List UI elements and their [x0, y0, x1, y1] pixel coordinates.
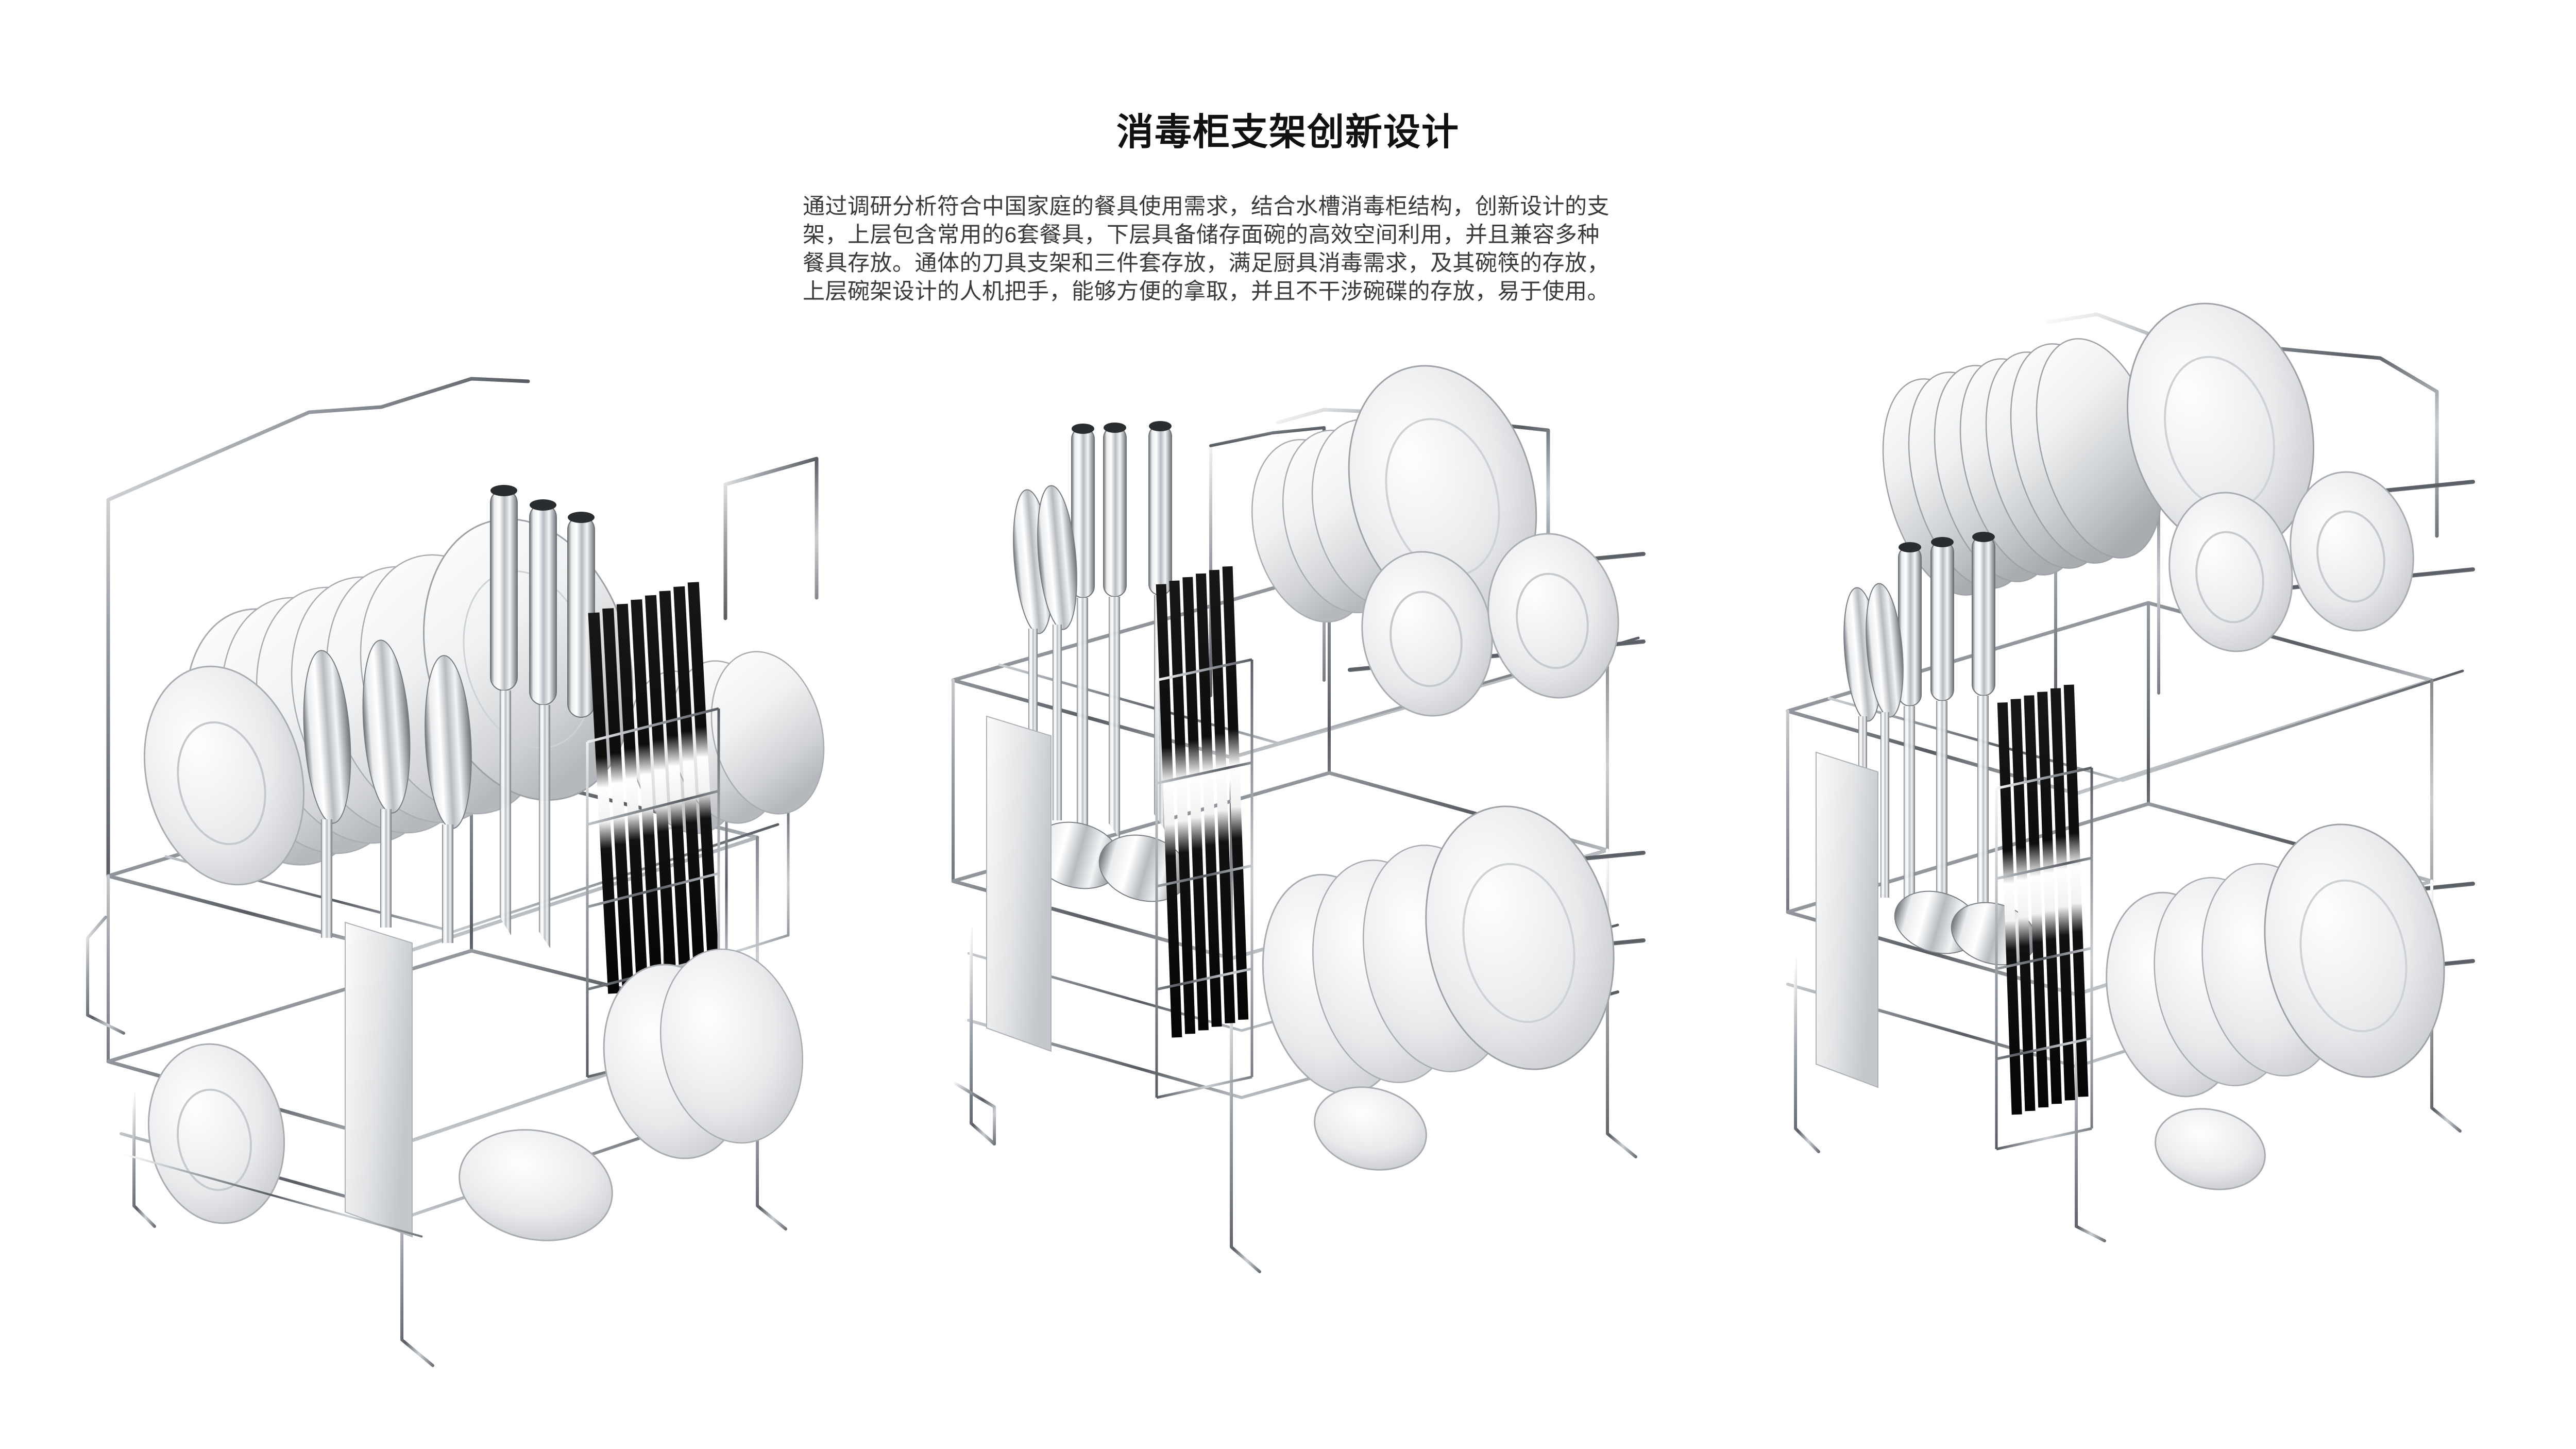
product-render-right [1767, 302, 2499, 1242]
chopsticks-right [1995, 684, 2093, 1151]
knife-handles-right [1898, 532, 1995, 928]
upper-bowls-right [2168, 471, 2414, 652]
chopsticks-center [1155, 566, 1253, 1099]
page-title: 消毒柜支架创新设计 [1116, 112, 1460, 153]
divider-panel-center [986, 715, 1052, 1052]
knife-handles-center [1071, 421, 1172, 840]
cutlery-set-left [303, 639, 472, 943]
lower-bowls-right [2106, 823, 2445, 1190]
lower-wire-grid-left [123, 1153, 423, 1287]
divider-panel-left [345, 921, 413, 1238]
description-line-4: 上层碗架设计的人机把手，能够方便的拿取，并且不干涉碗碟的存放，易于使用。 [803, 279, 1609, 304]
product-render-center [922, 361, 1654, 1288]
description-line-2: 架，上层包含常用的6套餐具，下层具备储存面碗的高效空间利用，并且兼容多种 [803, 223, 1600, 247]
product-render-left [86, 330, 840, 1367]
chopsticks-left [586, 582, 720, 1079]
divider-panel-right [1816, 751, 1878, 1088]
description-line-1: 通过调研分析符合中国家庭的餐具使用需求，结合水槽消毒柜结构，创新设计的支 [803, 194, 1609, 219]
lower-bowls-left [147, 948, 804, 1241]
description-line-3: 餐具存放。通体的刀具支架和三件套存放，满足厨具消毒需求，及其碗筷的存放， [803, 251, 1609, 276]
knife-handles-left [490, 485, 595, 948]
upper-bowls-center [1361, 533, 1619, 717]
lower-bowls-center [1262, 805, 1615, 1171]
description-text: 通过调研分析符合中国家庭的餐具使用需求，结合水槽消毒柜结构，创新设计的支 架，上… [803, 193, 1782, 306]
